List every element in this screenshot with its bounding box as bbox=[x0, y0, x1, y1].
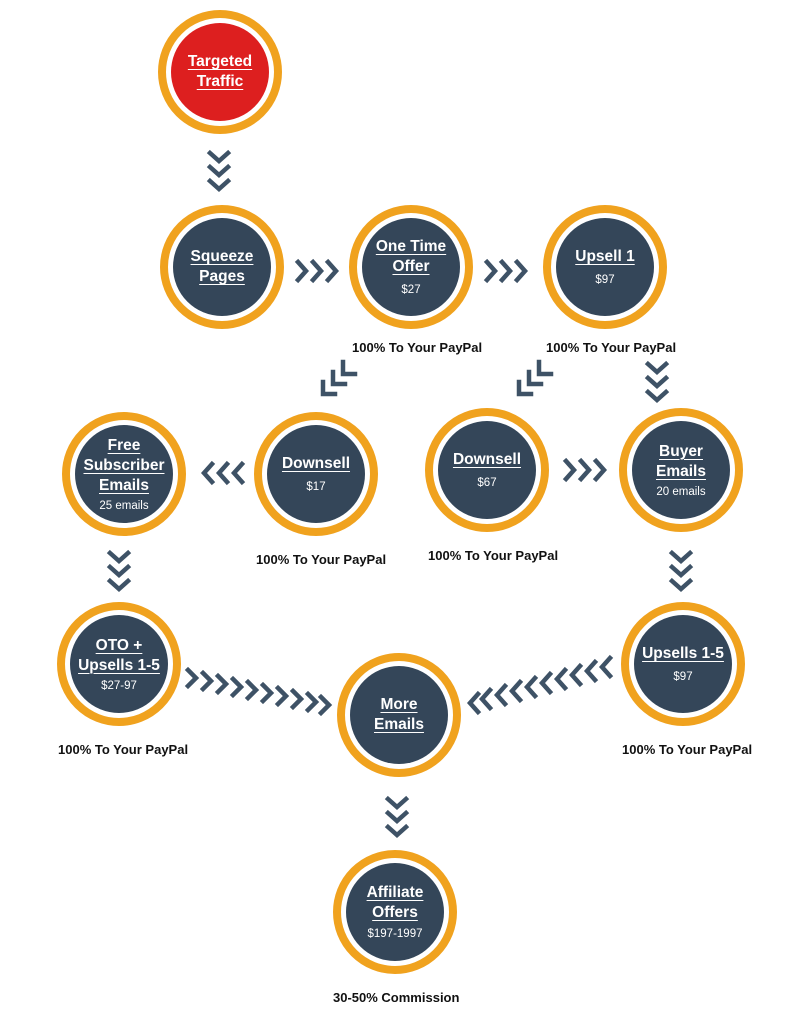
upsells-1-5-node: Upsells 1-5 $97 bbox=[621, 602, 745, 726]
one-time-offer-node: One Time Offer $27 bbox=[349, 205, 473, 329]
node-title: Upsells 1-5 bbox=[642, 645, 724, 662]
node-title: Downsell bbox=[452, 451, 522, 468]
node-title: Emails bbox=[656, 462, 706, 480]
arrow-downsell67-to-buyer bbox=[562, 457, 608, 483]
arrow-upsell1-to-buyer bbox=[644, 360, 670, 404]
node-price: $27-97 bbox=[101, 679, 137, 692]
arrow-upsell1-to-downsell67 bbox=[516, 359, 554, 397]
arrow-oto-upsells-to-more bbox=[184, 666, 333, 717]
oto-upsells-node: OTO + Upsells 1-5 $27-97 bbox=[57, 602, 181, 726]
node-price: $97 bbox=[595, 274, 615, 286]
arrow-oto-to-downsell17 bbox=[320, 359, 358, 397]
targeted-traffic-node: Targeted Traffic bbox=[158, 10, 282, 134]
node-price: $67 bbox=[477, 477, 497, 489]
node-title: Emails bbox=[374, 716, 424, 733]
node-title: Upsells 1-5 bbox=[78, 656, 160, 674]
node-title: Traffic bbox=[196, 73, 244, 90]
node-title: Squeeze bbox=[190, 248, 254, 265]
arrow-traffic-to-squeeze bbox=[206, 149, 232, 193]
upsell-1-caption: 100% To Your PayPal bbox=[546, 340, 677, 355]
node-title: Buyer bbox=[659, 442, 703, 460]
node-title: Subscriber bbox=[83, 456, 165, 474]
free-subscriber-emails-node: Free Subscriber Emails 25 emails bbox=[62, 412, 186, 536]
arrow-oto-to-upsell1 bbox=[483, 258, 529, 284]
node-title: Pages bbox=[199, 268, 245, 285]
node-title: Emails bbox=[99, 476, 149, 494]
arrow-upsells-to-more bbox=[466, 654, 614, 716]
node-price: 25 emails bbox=[99, 499, 149, 512]
arrow-more-to-affiliate bbox=[384, 795, 410, 839]
arrow-buyer-to-upsells bbox=[668, 549, 694, 593]
arrow-free-to-oto-upsells bbox=[106, 549, 132, 593]
node-title: Targeted bbox=[187, 53, 253, 70]
arrow-downsell17-to-free bbox=[200, 460, 246, 486]
node-title: Upsell 1 bbox=[575, 248, 635, 265]
node-price: 20 emails bbox=[656, 485, 706, 498]
node-title: More bbox=[380, 696, 418, 713]
upsells-1-5-caption: 100% To Your PayPal bbox=[622, 742, 753, 757]
node-price: $197-1997 bbox=[367, 928, 423, 940]
node-price: $97 bbox=[673, 671, 693, 683]
affiliate-offers-node: Affiliate Offers $197-1997 bbox=[333, 850, 457, 974]
oto-upsells-caption: 100% To Your PayPal bbox=[58, 742, 189, 757]
node-price: $17 bbox=[306, 481, 326, 493]
node-title: Offers bbox=[372, 904, 418, 921]
node-title: OTO + bbox=[95, 636, 143, 654]
squeeze-pages-node: Squeeze Pages bbox=[160, 205, 284, 329]
downsell-17-caption: 100% To Your PayPal bbox=[256, 552, 387, 567]
downsell-67-caption: 100% To Your PayPal bbox=[428, 548, 559, 563]
downsell-17-node: Downsell $17 bbox=[254, 412, 378, 536]
upsell-1-node: Upsell 1 $97 bbox=[543, 205, 667, 329]
node-title: Free bbox=[107, 436, 141, 454]
arrow-squeeze-to-oto bbox=[294, 258, 340, 284]
one-time-offer-caption: 100% To Your PayPal bbox=[352, 340, 483, 355]
downsell-67-node: Downsell $67 bbox=[425, 408, 549, 532]
node-title: One Time bbox=[375, 238, 447, 255]
node-price: $27 bbox=[401, 284, 421, 296]
node-title: Affiliate bbox=[366, 884, 424, 901]
buyer-emails-node: Buyer Emails 20 emails bbox=[619, 408, 743, 532]
affiliate-offers-caption: 30-50% Commission bbox=[333, 990, 460, 1005]
node-title: Downsell bbox=[281, 455, 351, 472]
node-title: Offer bbox=[392, 258, 430, 275]
more-emails-node: More Emails bbox=[337, 653, 461, 777]
